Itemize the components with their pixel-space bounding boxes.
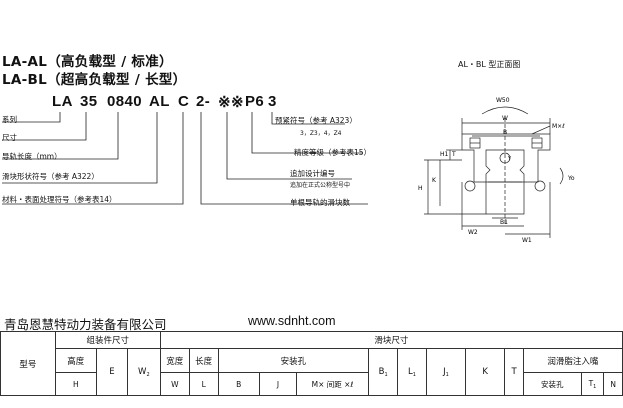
th-j1: J1 xyxy=(425,348,467,396)
code-accuracy: P6 xyxy=(245,93,265,110)
code-size: 35 xyxy=(80,93,98,110)
th-model: 型号 xyxy=(0,331,56,396)
dim-w1: W1 xyxy=(522,237,532,244)
label-preload-values: 3，Z3，4，Z4 xyxy=(300,130,342,137)
label-design-no: 追加设计编号 xyxy=(290,169,335,178)
code-length: 0840 xyxy=(107,93,142,110)
dim-w2: W2 xyxy=(468,229,478,236)
th-e: E xyxy=(95,348,128,396)
th-length: 长度 xyxy=(188,348,219,373)
dim-w: W xyxy=(502,115,508,122)
dim-k: K xyxy=(432,177,437,184)
company-name: 青岛恩慧特动力装备有限公司 xyxy=(4,317,167,332)
th-n: N xyxy=(603,372,623,396)
label-accuracy: 精度等级（参考表15） xyxy=(294,148,372,157)
th-grease-nipple: 润滑脂注入嘴 xyxy=(522,348,623,373)
code-series: LA xyxy=(52,93,73,110)
th-m-pitch: M× 间距 ×ℓ xyxy=(295,372,370,396)
th-grease-hole: 安装孔 xyxy=(522,372,582,396)
title-bl: LA-BL（超高负载型 / 长型） xyxy=(2,72,187,88)
code-material: C xyxy=(178,93,190,110)
front-view-drawing: W50 W B M×ℓ H1 K H T W2 B1 W1 Y Yo xyxy=(418,97,575,244)
spec-table: 型号 组装件尺寸 滑块尺寸 高度 E W2 宽度 长度 安装孔 B1 L1 J1… xyxy=(0,331,623,396)
label-size: 尺寸 xyxy=(2,133,17,142)
label-rail-length: 导轨长度（mm） xyxy=(2,152,62,161)
dim-w50: W50 xyxy=(496,97,510,104)
th-width: 宽度 xyxy=(159,348,190,373)
dim-t: T xyxy=(451,151,456,158)
dim-b: B xyxy=(503,129,507,136)
code-shape: AL xyxy=(149,93,170,110)
dim-m: M×ℓ xyxy=(552,123,565,130)
th-j: J xyxy=(258,372,297,396)
th-t1: T1 xyxy=(580,372,605,396)
dim-h1: H1 xyxy=(440,151,449,158)
dim-b1: B1 xyxy=(500,219,508,226)
th-assembly-dims: 组装件尺寸 xyxy=(54,331,161,349)
dim-yo: Yo xyxy=(567,175,575,182)
company-url[interactable]: www.sdnht.com xyxy=(248,314,336,328)
label-series: 系列 xyxy=(2,115,17,124)
leader-lines xyxy=(2,112,368,205)
label-slider-shape: 滑块形状符号（参考 A322） xyxy=(2,172,99,181)
title-al: LA-AL（高负载型 / 标准） xyxy=(2,54,173,70)
code-count: 2- xyxy=(196,93,211,110)
drawing-title: AL・BL 型正面图 xyxy=(458,60,521,69)
th-mounting-hole: 安装孔 xyxy=(217,348,370,373)
dim-y: Y xyxy=(507,156,512,162)
th-h: H xyxy=(54,372,97,396)
code-preload: 3 xyxy=(268,93,277,110)
th-b1: B1 xyxy=(368,348,399,396)
label-material: 材料・表面处理符号（参考表14） xyxy=(2,195,117,204)
dim-h: H xyxy=(418,185,423,192)
label-slider-count: 单根导轨的滑块数 xyxy=(290,198,350,207)
th-slider-dims: 滑块尺寸 xyxy=(159,331,623,349)
th-k: K xyxy=(465,348,506,396)
label-preload: 预紧符号（参考 A323） xyxy=(275,116,357,125)
th-height: 高度 xyxy=(54,348,97,373)
th-b: B xyxy=(217,372,260,396)
th-l1: L1 xyxy=(397,348,427,396)
label-design-no-note: 追加在正式公称型号中 xyxy=(290,182,351,189)
code-design: ※※ xyxy=(218,94,244,111)
th-l: L xyxy=(188,372,219,396)
th-w2: W2 xyxy=(126,348,161,396)
th-w: W xyxy=(159,372,190,396)
th-t: T xyxy=(504,348,524,396)
